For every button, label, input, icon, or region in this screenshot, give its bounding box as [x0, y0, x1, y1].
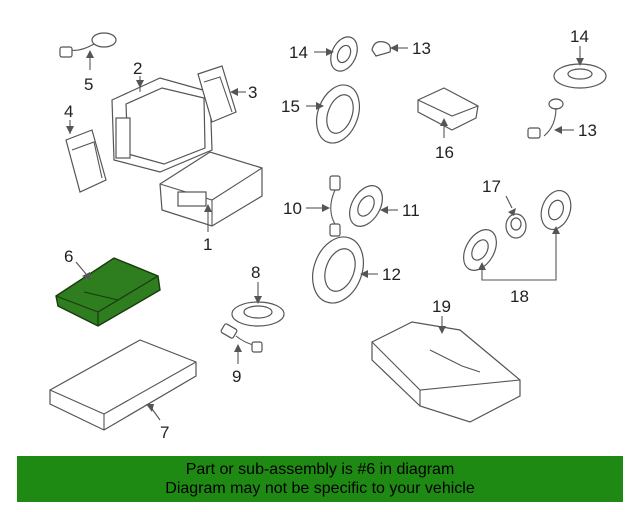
part-10-wire[interactable]: [306, 175, 341, 237]
part-17-magnet[interactable]: [505, 195, 527, 239]
part-16-box[interactable]: [417, 87, 479, 138]
callout-18: 18: [510, 287, 529, 306]
part-2-display-unit[interactable]: [111, 76, 213, 173]
part-18-speaker-left[interactable]: [457, 224, 503, 276]
part-1-control-module[interactable]: [159, 151, 263, 232]
callout-11: 11: [402, 201, 420, 220]
callout-12: 12: [382, 265, 401, 284]
part-18-speaker-right[interactable]: [536, 186, 576, 233]
part-12-speaker[interactable]: [304, 230, 378, 310]
callout-2: 2: [133, 59, 142, 78]
callout-13b: 13: [578, 121, 597, 140]
info-banner: Part or sub-assembly is #6 in diagram Di…: [17, 456, 623, 502]
part-13-harness-right[interactable]: [527, 98, 574, 139]
part-19-assembly[interactable]: [371, 316, 521, 423]
callout-14b: 14: [570, 27, 589, 46]
part-14-tweeter-right[interactable]: [553, 46, 607, 89]
part-6-tray-highlighted[interactable]: [55, 257, 161, 327]
part-4-bracket[interactable]: [65, 120, 107, 193]
callout-9: 9: [232, 367, 241, 386]
callout-7: 7: [160, 423, 169, 442]
callout-8: 8: [251, 263, 260, 282]
parts-diagram: 5 2 3 4 1 6: [49, 27, 607, 442]
part-18-leader: [478, 226, 560, 281]
callout-15: 15: [281, 97, 300, 116]
callout-4: 4: [64, 102, 73, 121]
part-7-large-tray[interactable]: [49, 339, 197, 431]
callout-1: 1: [203, 235, 212, 254]
banner-line-1: Part or sub-assembly is #6 in diagram: [185, 461, 455, 478]
part-3-bracket[interactable]: [197, 65, 246, 123]
callout-16: 16: [435, 143, 454, 162]
callout-6: 6: [64, 247, 73, 266]
banner-line-2: Diagram may not be specific to your vehi…: [165, 480, 475, 497]
part-14-tweeter-left[interactable]: [314, 33, 362, 76]
callout-10: 10: [283, 199, 302, 218]
callout-5: 5: [84, 75, 93, 94]
callout-13a: 13: [412, 39, 431, 58]
part-15-speaker[interactable]: [306, 79, 367, 149]
part-9-connector[interactable]: [220, 323, 263, 364]
part-11-speaker[interactable]: [343, 180, 398, 232]
callout-14a: 14: [289, 43, 308, 62]
callout-17: 17: [482, 177, 501, 196]
callout-3: 3: [248, 83, 257, 102]
callout-19: 19: [432, 297, 451, 316]
part-5-connector[interactable]: [59, 32, 117, 70]
part-13-bracket-top[interactable]: [371, 41, 408, 57]
part-8-speaker[interactable]: [231, 282, 285, 327]
